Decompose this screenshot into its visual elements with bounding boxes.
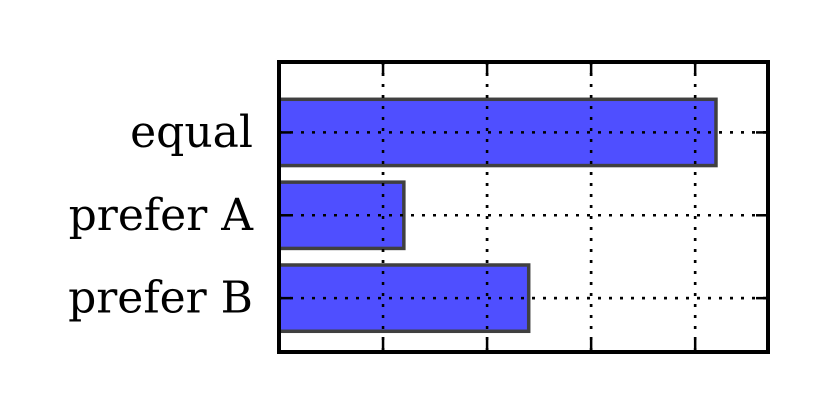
plot-frame — [277, 60, 770, 354]
bars — [277, 97, 718, 334]
category-label-prefer-A: prefer A — [69, 190, 255, 241]
category-label-prefer-B: prefer B — [68, 273, 253, 324]
bar-prefer-A — [277, 180, 406, 251]
grid-lines-overlay — [279, 62, 768, 352]
category-labels: equal prefer A prefer B — [68, 107, 254, 324]
category-label-equal: equal — [130, 107, 253, 158]
bar-equal — [277, 97, 718, 168]
bar-prefer-B — [277, 263, 531, 334]
